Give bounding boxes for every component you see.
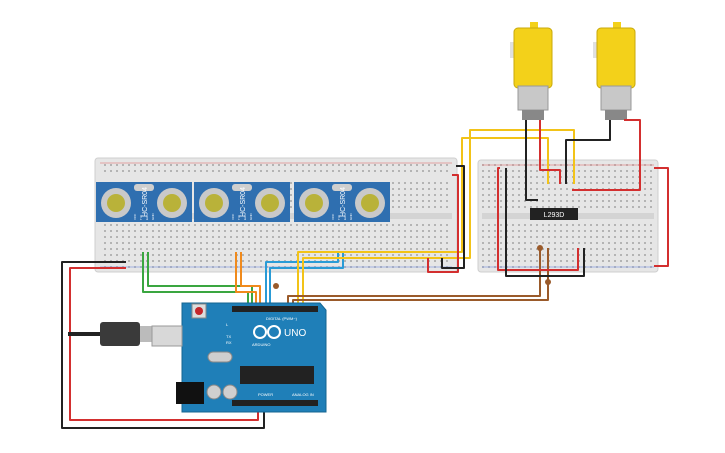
sensor-pin-label: GND xyxy=(151,213,155,221)
sensor-pin-label: Trig xyxy=(337,215,341,220)
analog-label: ANALOG IN xyxy=(292,392,314,397)
digital-label: DIGITAL (PWM~) xyxy=(266,316,298,321)
sensor-pin-label: VCC xyxy=(331,213,335,220)
arduino-model: UNO xyxy=(284,328,306,339)
sensor-pin-label: Echo xyxy=(243,213,247,220)
rx-label: RX xyxy=(226,340,232,345)
sensor-pin-label: Echo xyxy=(145,213,149,220)
sensor-pin-label: Echo xyxy=(343,213,347,220)
sensor-label: HC-SR04 xyxy=(240,187,247,217)
sensor-pin-label: Trig xyxy=(139,215,143,220)
motor-driver-chip: L293D xyxy=(530,208,578,220)
sensor-pin-label: Trig xyxy=(237,215,241,220)
sensor-pin-label: GND xyxy=(249,213,253,221)
l-label: L xyxy=(226,322,229,327)
sensor-label: HC-SR04 xyxy=(340,187,347,217)
sensor-pin-label: GND xyxy=(349,213,353,221)
arduino-brand: ARDUINO xyxy=(252,342,270,347)
arduino-uno-board: UNO ARDUINO DIGITAL (PWM~) POWER ANALOG … xyxy=(176,302,327,413)
sensor-pin-label: VCC xyxy=(231,213,235,220)
dc-motor-2 xyxy=(593,22,636,120)
usb-cable xyxy=(68,322,183,347)
power-label: POWER xyxy=(258,392,273,397)
chip-label: L293D xyxy=(544,212,565,219)
tx-label: TX xyxy=(226,334,231,339)
sensor-label: HC-SR04 xyxy=(142,187,149,217)
sensor-pin-label: VCC xyxy=(133,213,137,220)
dc-motor-1 xyxy=(510,22,553,120)
